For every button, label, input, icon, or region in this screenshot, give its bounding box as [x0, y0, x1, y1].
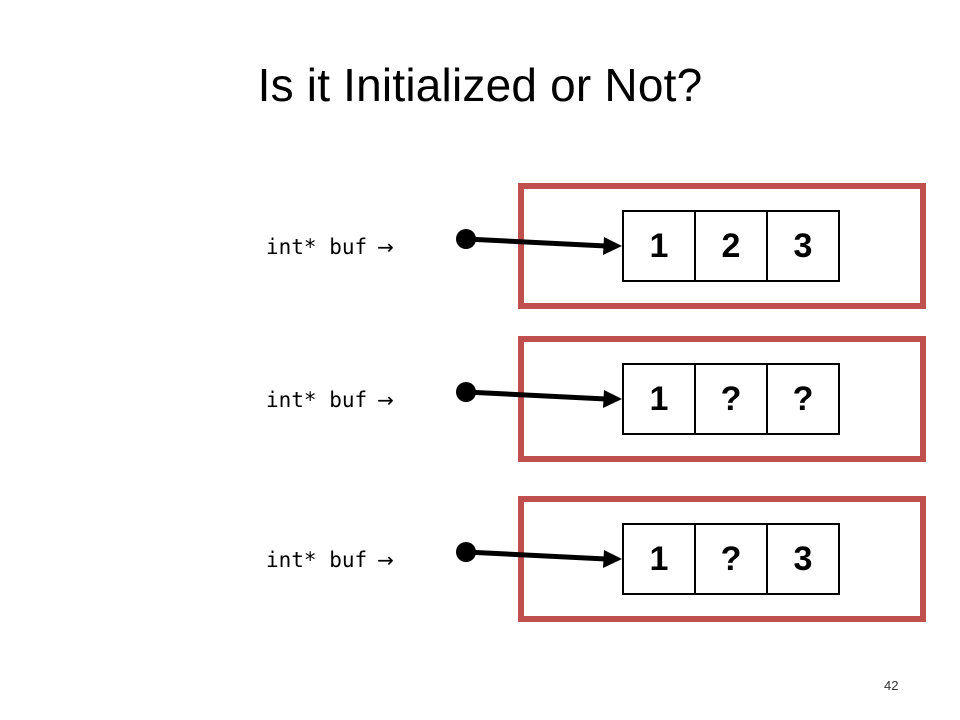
array-cell: 3 — [766, 212, 838, 280]
array-cell: 1 — [649, 539, 669, 578]
pointer-label-text: int* buf — [266, 548, 368, 572]
array-cell: 2 — [694, 212, 766, 280]
pointer-label-text: int* buf — [266, 235, 368, 259]
diagram-row-3: int* buf → 1 ? 3 — [0, 496, 960, 626]
pointer-origin-dot — [456, 229, 476, 249]
pointer-arrow-line — [463, 549, 609, 562]
array-cell: 1 — [649, 379, 669, 418]
right-arrow-icon: → — [377, 388, 394, 412]
pointer-label: int* buf → — [266, 388, 394, 412]
array-cell: ? — [766, 365, 838, 433]
pointer-label: int* buf → — [266, 235, 394, 259]
pointer-arrow — [456, 542, 622, 568]
right-arrow-icon: → — [377, 235, 394, 259]
diagram-row-2: int* buf → 1 ? ? — [0, 336, 960, 466]
array-cell: ? — [694, 365, 766, 433]
pointer-arrowhead — [603, 237, 622, 255]
array-cells: 1 ? 3 — [622, 523, 840, 595]
pointer-arrow — [456, 382, 622, 408]
array-cells: 1 2 3 — [622, 210, 840, 282]
pointer-label: int* buf → — [266, 548, 394, 572]
page-number: 42 — [884, 678, 899, 693]
pointer-origin-dot — [456, 382, 476, 402]
pointer-arrow-line — [463, 389, 609, 402]
diagram-row-1: int* buf → 1 2 3 — [0, 183, 960, 313]
pointer-arrow-line — [463, 236, 609, 249]
pointer-origin-dot — [456, 542, 476, 562]
array-cell: 1 — [649, 226, 669, 265]
pointer-label-text: int* buf — [266, 388, 368, 412]
array-cell: 3 — [766, 525, 838, 593]
array-cell: ? — [694, 525, 766, 593]
pointer-arrowhead — [603, 390, 622, 408]
right-arrow-icon: → — [377, 548, 394, 572]
pointer-arrowhead — [603, 550, 622, 568]
slide-title: Is it Initialized or Not? — [257, 59, 703, 111]
pointer-arrow — [456, 229, 622, 255]
array-cells: 1 ? ? — [622, 363, 840, 435]
